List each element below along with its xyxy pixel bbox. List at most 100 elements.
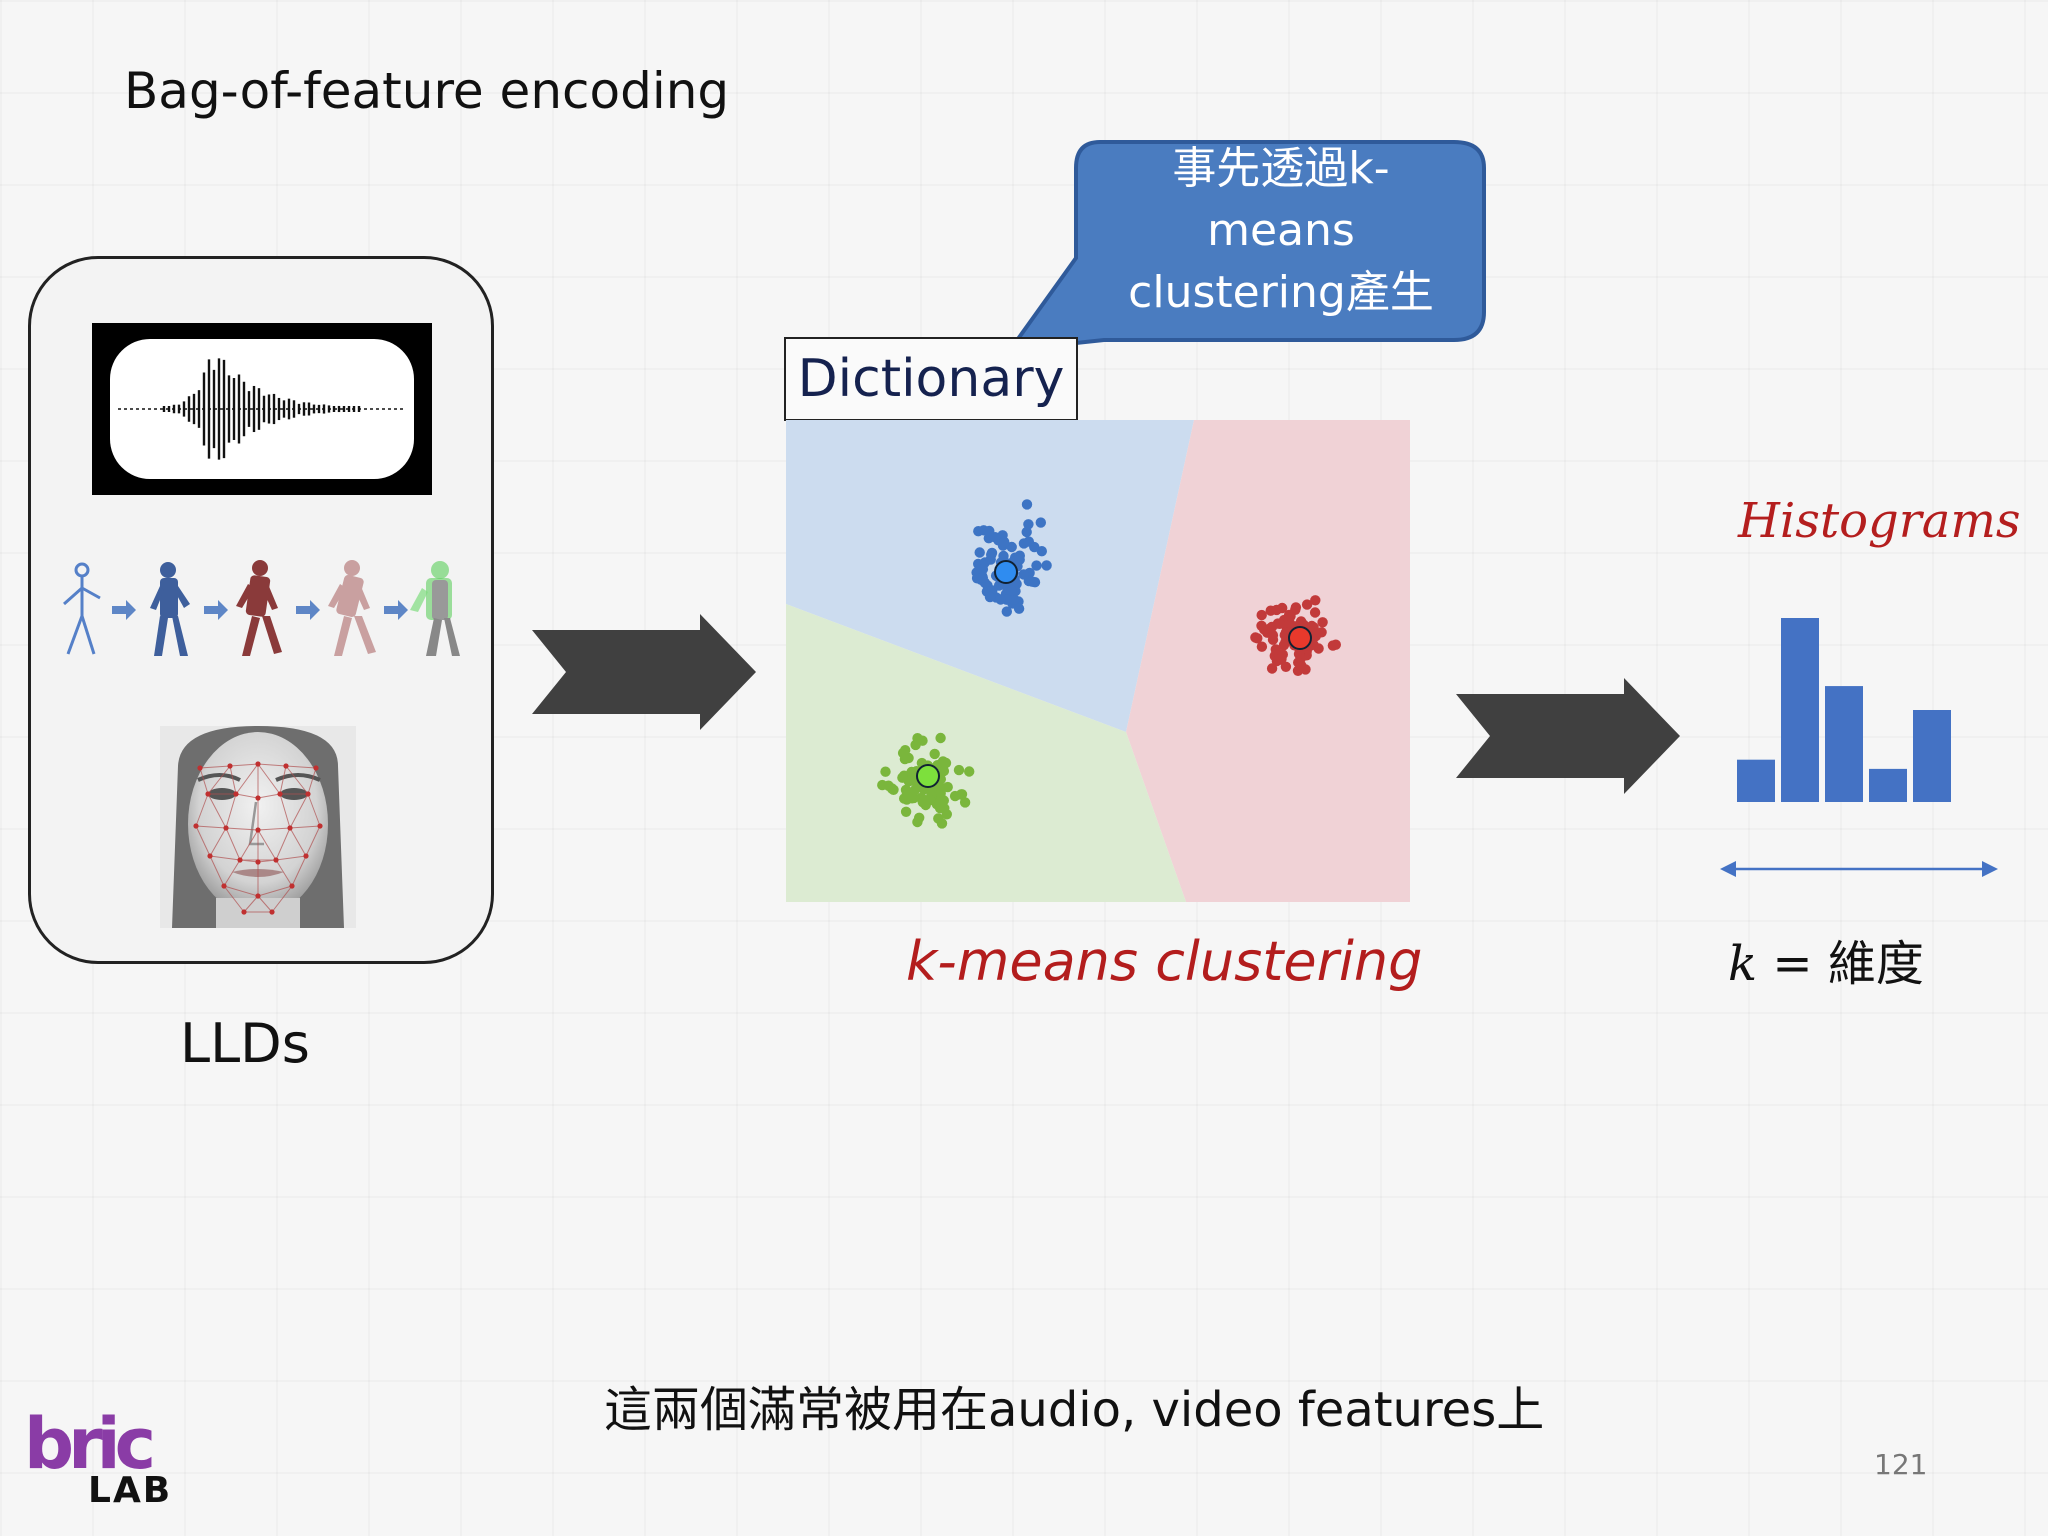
k-variable: k [1728, 936, 1758, 992]
cluster-region-red [1126, 420, 1410, 902]
centroid-blue [994, 560, 1018, 584]
face-landmark-point [255, 761, 261, 767]
callout-bubble [1005, 140, 1486, 353]
cluster-point [939, 803, 950, 814]
face-landmark-point [237, 857, 243, 863]
cluster-point [929, 748, 940, 760]
cluster-region-green [786, 604, 1186, 902]
callout-line-2: means [1207, 205, 1355, 256]
cluster-point [936, 818, 948, 829]
face-landmark-point [207, 853, 213, 859]
face-landmark-point [273, 857, 279, 863]
face-landmark-point [221, 883, 227, 889]
llds-label: LLDs [180, 1012, 310, 1075]
cluster-point [914, 812, 925, 823]
face-landmark-point [227, 763, 233, 769]
cluster-region-blue [786, 420, 1194, 732]
face-landmark-point [269, 909, 275, 915]
cluster-point [984, 525, 995, 537]
cluster-point [900, 784, 912, 796]
face-landmark-point [303, 853, 309, 859]
cluster-point [1009, 594, 1020, 605]
face-landmark-point [255, 859, 261, 865]
cluster-point [1256, 609, 1267, 621]
cluster-point [1301, 599, 1313, 610]
cluster-point [1283, 609, 1295, 621]
face-landmark-point [283, 763, 289, 769]
cluster-point [984, 591, 996, 603]
skeleton-figure-1 [63, 562, 101, 655]
cluster-point [880, 766, 891, 777]
cluster-point [986, 549, 997, 561]
cluster-point [912, 733, 923, 744]
footnote-text: 這兩個滿常被用在audio, video features上 [604, 1382, 1545, 1438]
cluster-point [1018, 569, 1029, 580]
face-landmark-point [313, 765, 319, 771]
cluster-point [1006, 541, 1017, 553]
cluster-point [1252, 633, 1263, 644]
sequence-arrow-icons [112, 600, 408, 620]
skeleton-figure-3 [236, 560, 282, 656]
face-landmark-point [289, 883, 295, 889]
face-landmark-point [223, 825, 229, 831]
callout-text: 事先透過k- means clustering產生 [1086, 138, 1476, 324]
face-landmark-point [255, 893, 261, 899]
k-equals-text: = 維度 [1757, 936, 1924, 992]
cluster-point [938, 765, 950, 777]
histogram-bar-1 [1737, 759, 1775, 802]
kmeans-caption: k-means clustering [906, 930, 1423, 993]
cluster-point [959, 797, 971, 808]
face-landmark-image [160, 726, 356, 928]
logo-lab-text: LAB [88, 1470, 173, 1511]
cluster-point [900, 806, 912, 817]
cluster-point [955, 789, 967, 800]
page-number: 121 [1874, 1448, 1928, 1481]
cluster-point [1310, 595, 1321, 606]
face-landmark-point [233, 791, 239, 797]
waveform-image [92, 323, 432, 495]
cluster-point [1274, 618, 1285, 629]
cluster-point [1041, 560, 1052, 571]
cluster-point [1023, 536, 1034, 547]
cluster-point [1330, 639, 1341, 650]
histogram-bar-3 [1825, 686, 1863, 802]
cluster-point [1256, 641, 1268, 652]
cluster-point [1266, 663, 1278, 674]
cluster-point [999, 536, 1010, 548]
motion-capture-sequence [63, 560, 460, 656]
kmeans-cluster-plot [786, 420, 1410, 902]
cluster-point [995, 594, 1006, 605]
face-landmark-point [241, 909, 247, 915]
histogram-chart [1720, 618, 1998, 877]
dictionary-label: Dictionary [784, 337, 1078, 421]
cluster-point [1013, 603, 1025, 614]
cluster-point [904, 775, 915, 787]
face-landmark-point [255, 827, 261, 833]
bric-lab-logo: bric [24, 1410, 158, 1482]
face-landmark-point [277, 791, 283, 797]
arrow-to-dictionary [532, 614, 756, 730]
cluster-points-blue [971, 499, 1052, 617]
face-landmark-point [193, 823, 199, 829]
cluster-point [1001, 606, 1012, 617]
cluster-point [899, 753, 911, 765]
callout-line-3: clustering產生 [1128, 267, 1434, 318]
cluster-point [1027, 576, 1038, 587]
cluster-point [1006, 585, 1017, 596]
cluster-point [953, 764, 965, 776]
histograms-title: Histograms [1738, 493, 2021, 549]
cluster-point [1293, 648, 1305, 660]
histogram-bar-2 [1781, 618, 1819, 802]
logo-main-text: bric [24, 1410, 152, 1482]
face-landmark-point [287, 825, 293, 831]
cluster-point [974, 547, 985, 558]
cluster-point [1031, 560, 1042, 571]
cluster-point [935, 732, 946, 744]
cluster-point [1309, 607, 1321, 618]
face-landmark-point [197, 765, 203, 771]
slide-title: Bag-of-feature encoding [124, 62, 730, 120]
face-landmark-point [205, 791, 211, 797]
skeleton-figure-5 [410, 561, 460, 656]
cluster-point [1285, 619, 1297, 630]
cluster-point [942, 781, 953, 793]
